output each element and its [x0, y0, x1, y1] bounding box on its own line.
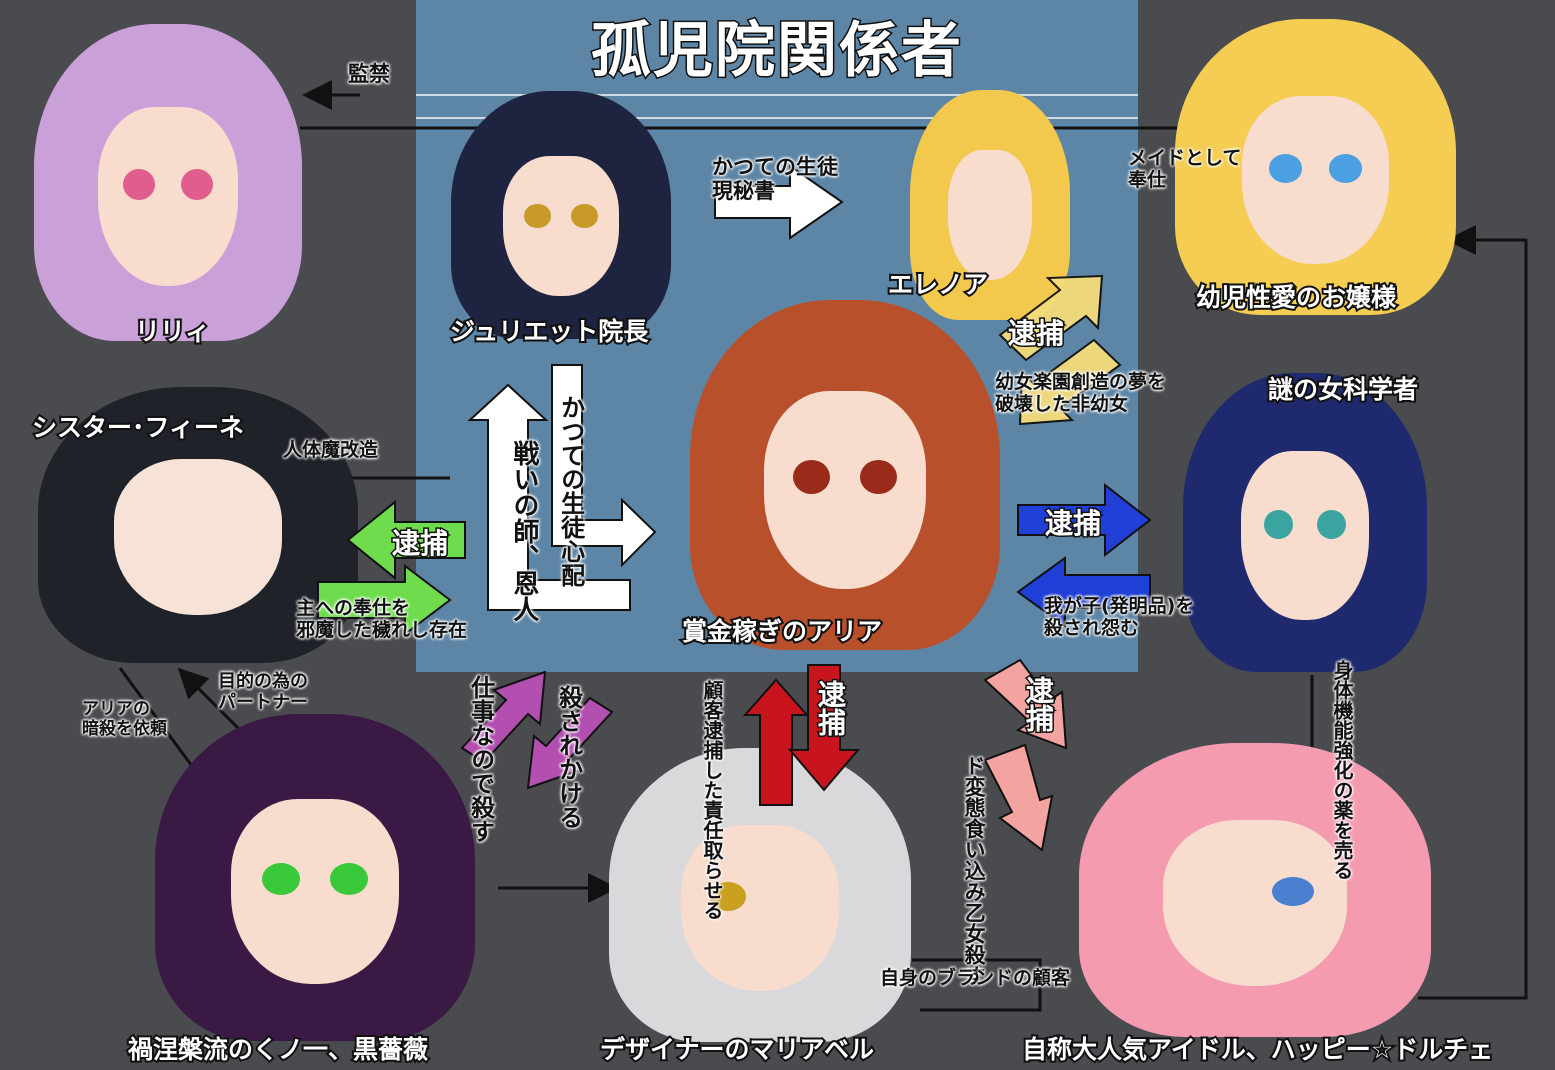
label-shigoto: 仕事なので殺す [466, 675, 495, 843]
label-partner: 目的の為の パートナー [218, 671, 308, 713]
label-yojo: 幼女楽園創造の夢を 破壊した非幼女 [995, 371, 1167, 416]
aria-name: 賞金稼ぎのアリア [680, 615, 884, 648]
label-maid-line-2: 奉仕 [1128, 168, 1167, 191]
purple-arrow-shigoto [460, 670, 547, 764]
label-partner-line-1: 目的の為の [218, 671, 308, 692]
label-partner-line-2: パートナー [218, 691, 308, 713]
happy-portrait [1045, 730, 1465, 1050]
arrow-text-taiho-eleanor: 逮捕 [1006, 316, 1065, 352]
page-title: 孤児院関係者 [590, 15, 963, 88]
white-arrow-mentor [467, 383, 631, 611]
label-korosare: 殺されかける [554, 685, 583, 829]
red-arrow-taiho [787, 664, 861, 792]
arrow-text-taiho-happy: 逮捕 [1021, 675, 1057, 734]
label-former-student-line-2: 現秘書 [712, 179, 775, 204]
eleanor-portrait [895, 80, 1085, 330]
ojousama-portrait [1148, 6, 1483, 328]
label-maid-line-1: メイドとして [1128, 147, 1242, 169]
label-mentor: 戦いの師、恩人 [508, 440, 539, 622]
white-arrow-worry [551, 364, 657, 568]
arrow-text-taiho-maria: 逮捕 [813, 679, 849, 738]
label-yojo-line-2: 破壊した非幼女 [995, 392, 1129, 415]
label-ansatsu-line-1: アリアの [82, 699, 150, 719]
scientist-name: 謎の女科学者 [1266, 373, 1420, 406]
sister-portrait [8, 375, 388, 675]
eleanor-name: エレノア [886, 268, 990, 301]
line-happy-ojou [1418, 225, 1528, 1000]
arrow-text-taiho-scientist: 逮捕 [1043, 506, 1102, 542]
label-worry: かつての生徒心配 [556, 395, 585, 587]
label-jintai: 人体魔改造 [283, 439, 379, 461]
blue-arrow-taiho [1017, 482, 1152, 558]
label-ansatsu: アリアの 暗殺を依頼 [82, 699, 167, 739]
mariabell-name: デザイナーのマリアベル [598, 1033, 876, 1066]
kuroibara-name: 禍涅槃流のくノ一、黒薔薇 [126, 1033, 430, 1066]
green-arrow-taiho [346, 499, 466, 581]
red-arrow-kokyaku [742, 678, 810, 806]
label-former-student-line-1: かつての生徒 [712, 155, 838, 179]
happy-name: 自称大人気アイドル、ハッピー☆ドルチェ [1020, 1033, 1495, 1066]
kuroibara-portrait [125, 700, 505, 1055]
yellow-arrow-taiho-down [1018, 338, 1122, 426]
label-maid: メイドとして 奉仕 [1128, 147, 1242, 192]
label-kusuri: 身体機能強化の薬を売る [1330, 660, 1354, 880]
blue-arrow-waga [1016, 556, 1151, 628]
label-former-student: かつての生徒 現秘書 [712, 155, 838, 203]
purple-arrow-korosare [526, 696, 614, 790]
label-waga-line-1: 我が子(発明品)を [1044, 595, 1195, 617]
label-ansatsu-line-2: 暗殺を依頼 [82, 718, 167, 739]
label-waga-line-2: 殺され怨む [1044, 616, 1140, 639]
green-arrow-shu [317, 563, 452, 637]
juliet-name: ジュリエット院長 [448, 315, 650, 348]
label-waga: 我が子(発明品)を 殺され怨む [1044, 595, 1195, 640]
label-dohentai: ド変態食い込み乙女殺す [962, 755, 987, 986]
juliet-portrait [430, 80, 692, 350]
white-arrow-former-student [714, 164, 844, 240]
arrow-text-taiho-sister: 逮捕 [390, 526, 449, 562]
lily-name: リリィ [133, 315, 212, 348]
yellow-arrow-taiho-up [998, 274, 1104, 362]
aria-portrait [660, 285, 1030, 665]
line-brand [912, 958, 1042, 1012]
lily-portrait [8, 10, 328, 355]
label-shu-line-2: 邪魔した穢れし存在 [296, 618, 468, 641]
pink-arrow-dohentai [983, 743, 1054, 852]
scientist-portrait [1160, 360, 1450, 685]
label-yojo-line-1: 幼女楽園創造の夢を [995, 371, 1167, 393]
label-brand: 自身のブランドの顧客 [880, 967, 1071, 989]
label-kankin: 監禁 [348, 62, 390, 86]
pink-arrow-taiho [983, 658, 1068, 750]
label-shu: 主への奉仕を 邪魔した穢れし存在 [296, 597, 468, 642]
label-shu-line-1: 主への奉仕を [296, 597, 411, 619]
sister-name: シスター･フィーネ [30, 411, 246, 444]
ojousama-name: 幼児性愛のお嬢様 [1194, 281, 1398, 314]
label-kokyaku-taiho: 顧客逮捕した責任取らせる [700, 680, 724, 920]
